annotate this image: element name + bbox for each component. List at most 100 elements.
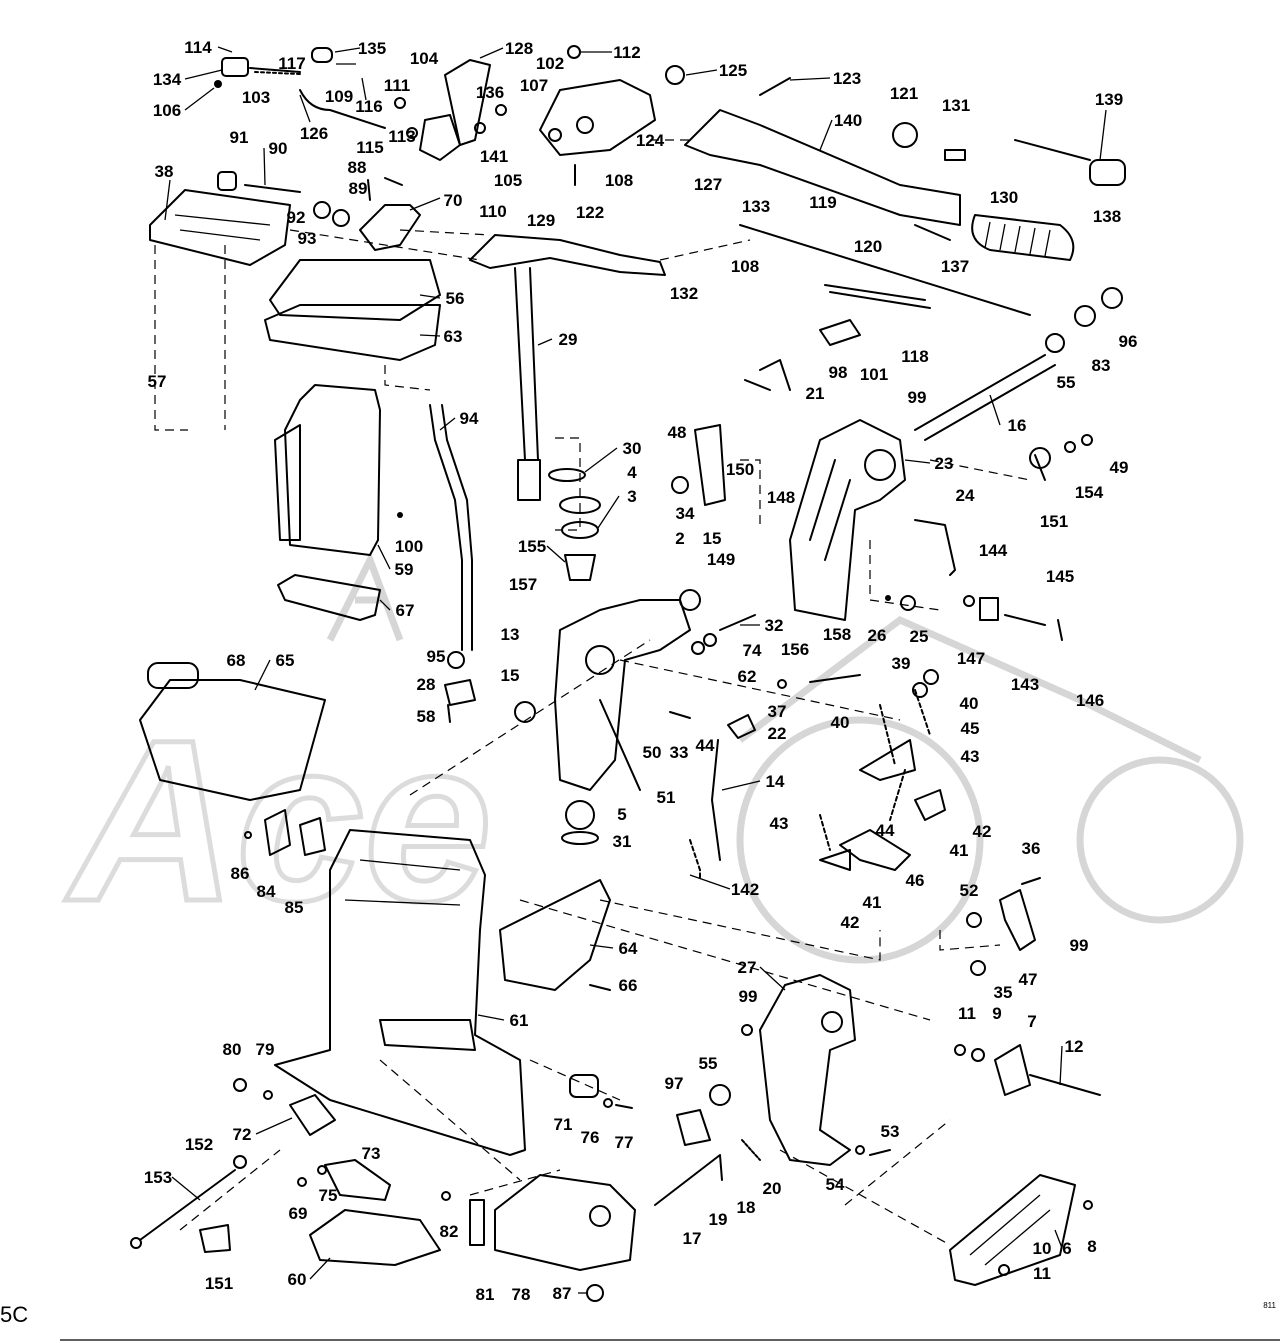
part-label-5: 5 xyxy=(617,805,626,824)
part-label-44b: 44 xyxy=(876,821,895,840)
part-label-63: 63 xyxy=(444,327,463,346)
part-label-51: 51 xyxy=(657,788,676,807)
part-label-55b: 55 xyxy=(699,1054,718,1073)
part-label-29: 29 xyxy=(559,330,578,349)
part-label-86: 86 xyxy=(231,864,250,883)
part-label-110: 110 xyxy=(479,202,506,221)
part-label-66: 66 xyxy=(619,976,638,995)
part-label-46: 46 xyxy=(906,871,925,890)
part-label-96: 96 xyxy=(1119,332,1138,351)
part-label-138: 138 xyxy=(1093,207,1121,226)
part-label-48: 48 xyxy=(668,423,687,442)
part-label-58: 58 xyxy=(417,707,436,726)
part-label-75: 75 xyxy=(319,1186,338,1205)
part-label-33: 33 xyxy=(670,743,689,762)
part-label-115: 115 xyxy=(356,138,383,157)
part-label-99: 99 xyxy=(908,388,927,407)
part-label-142: 142 xyxy=(731,880,759,899)
part-label-61: 61 xyxy=(510,1011,529,1030)
part-label-104: 104 xyxy=(410,49,439,68)
part-label-143: 143 xyxy=(1011,675,1039,694)
part-label-57: 57 xyxy=(148,372,167,391)
part-label-16: 16 xyxy=(1008,416,1027,435)
part-label-47: 47 xyxy=(1019,970,1038,989)
part-label-31: 31 xyxy=(613,832,632,851)
part-label-122: 122 xyxy=(576,203,604,222)
part-label-97: 97 xyxy=(665,1074,684,1093)
part-label-17: 17 xyxy=(683,1229,702,1248)
part-label-39: 39 xyxy=(892,654,911,673)
part-label-49: 49 xyxy=(1110,458,1129,477)
part-label-107: 107 xyxy=(520,76,548,95)
part-label-34: 34 xyxy=(676,504,695,523)
part-label-94: 94 xyxy=(460,409,479,428)
part-label-99b: 99 xyxy=(1070,936,1089,955)
part-label-28: 28 xyxy=(417,675,436,694)
part-label-155: 155 xyxy=(518,537,546,556)
part-label-156: 156 xyxy=(781,640,809,659)
part-label-112: 112 xyxy=(613,43,640,62)
part-label-123: 123 xyxy=(833,69,861,88)
part-label-105: 105 xyxy=(494,171,522,190)
part-label-109: 109 xyxy=(325,87,353,106)
part-label-60: 60 xyxy=(288,1270,307,1289)
part-label-146: 146 xyxy=(1076,691,1104,710)
part-label-151: 151 xyxy=(1040,512,1068,531)
part-label-6: 6 xyxy=(1062,1239,1071,1258)
part-label-11: 11 xyxy=(958,1004,976,1023)
part-label-81: 81 xyxy=(476,1285,495,1304)
part-label-42b: 42 xyxy=(841,913,860,932)
part-label-80: 80 xyxy=(223,1040,242,1059)
part-label-139: 139 xyxy=(1095,90,1123,109)
figure-code: 5C xyxy=(0,1302,29,1327)
part-label-62: 62 xyxy=(738,667,757,686)
part-label-20: 20 xyxy=(763,1179,782,1198)
part-label-59: 59 xyxy=(395,560,414,579)
part-label-70: 70 xyxy=(444,191,463,210)
part-label-41b: 41 xyxy=(863,893,882,912)
part-label-126: 126 xyxy=(300,124,328,143)
part-label-10: 10 xyxy=(1033,1239,1052,1258)
part-label-121: 121 xyxy=(890,84,918,103)
part-label-68: 68 xyxy=(227,651,246,670)
part-label-91: 91 xyxy=(230,128,249,147)
part-label-4: 4 xyxy=(627,463,637,482)
part-label-13: 13 xyxy=(501,625,520,644)
part-label-7: 7 xyxy=(1027,1012,1036,1031)
part-label-114: 114 xyxy=(184,38,212,57)
part-label-136: 136 xyxy=(476,83,504,102)
part-label-151b: 151 xyxy=(205,1274,233,1293)
part-label-44: 44 xyxy=(696,736,715,755)
part-label-125: 125 xyxy=(719,61,747,80)
part-label-64: 64 xyxy=(619,939,638,958)
part-label-27: 27 xyxy=(738,958,757,977)
part-label-118: 118 xyxy=(901,347,928,366)
part-label-55: 55 xyxy=(1057,373,1076,392)
part-number-labels: 1141171351341091161061031261041111131281… xyxy=(144,38,1138,1304)
part-label-42: 42 xyxy=(973,822,992,841)
part-label-116: 116 xyxy=(355,97,382,116)
part-label-127: 127 xyxy=(694,175,722,194)
part-label-98: 98 xyxy=(829,363,848,382)
part-label-148: 148 xyxy=(767,488,795,507)
part-label-38: 38 xyxy=(155,162,174,181)
part-label-23: 23 xyxy=(935,454,954,473)
part-label-71: 71 xyxy=(554,1115,573,1134)
part-label-101: 101 xyxy=(860,365,888,384)
assembly-dashed-lines xyxy=(154,139,1031,1246)
part-label-108: 108 xyxy=(605,171,633,190)
part-label-2: 2 xyxy=(675,529,684,548)
part-label-149: 149 xyxy=(707,550,735,569)
part-label-157: 157 xyxy=(509,575,537,594)
part-label-26: 26 xyxy=(868,626,887,645)
part-label-43: 43 xyxy=(961,747,980,766)
part-label-24: 24 xyxy=(956,486,975,505)
part-label-100: 100 xyxy=(395,537,423,556)
part-label-103: 103 xyxy=(242,88,270,107)
part-label-92: 92 xyxy=(287,208,306,227)
watermark-text: Ace xyxy=(65,692,492,949)
part-label-108b: 108 xyxy=(731,257,759,276)
part-shapes xyxy=(60,45,1280,1341)
part-label-8: 8 xyxy=(1087,1237,1096,1256)
